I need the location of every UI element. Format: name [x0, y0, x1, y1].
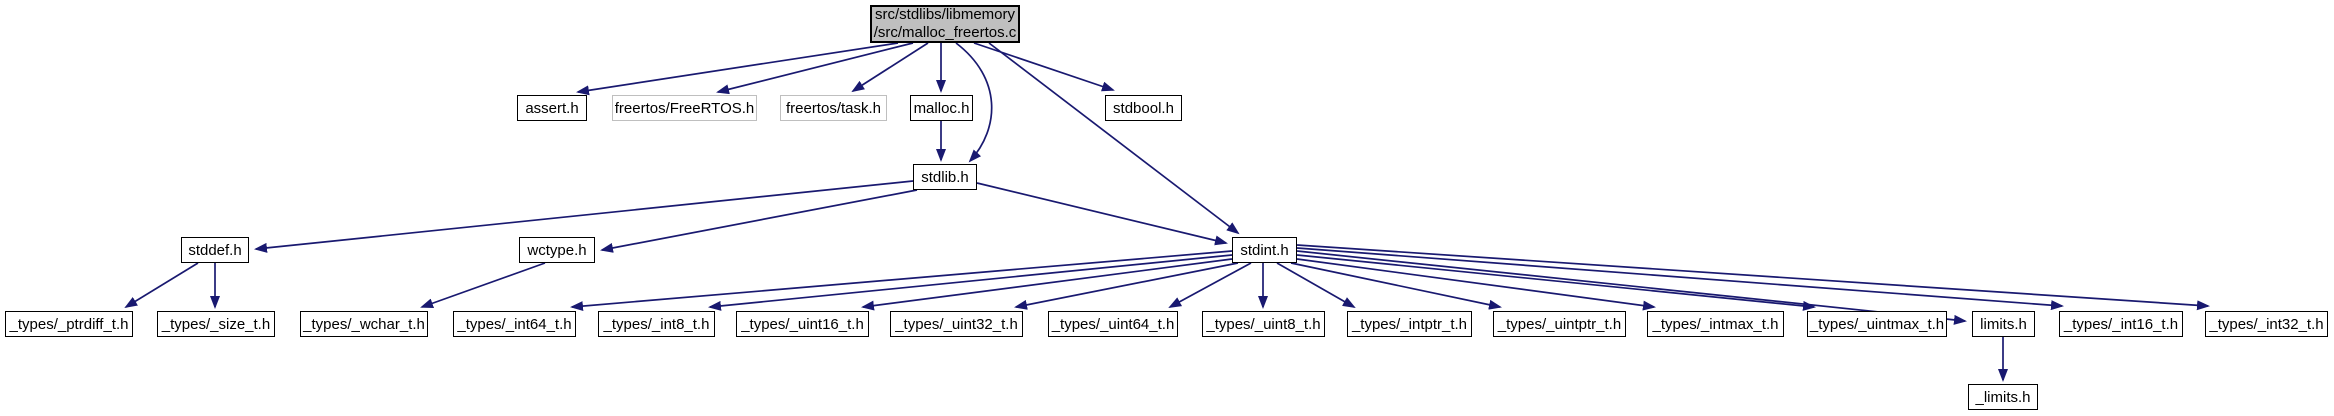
- graph-node-malloc-freertos-c: src/stdlibs/libmemory /src/malloc_freert…: [870, 5, 1020, 43]
- graph-node-stddef-h[interactable]: stddef.h: [181, 237, 249, 263]
- graph-node-freertos-freertos-h: freertos/FreeRTOS.h: [612, 95, 757, 121]
- edge-stdint-limits: [1296, 250, 1967, 325]
- graph-node-types-int16-t-h[interactable]: _types/_int16_t.h: [2059, 311, 2183, 337]
- graph-node-stdlib-h[interactable]: stdlib.h: [913, 164, 977, 190]
- graph-node-assert-h[interactable]: assert.h: [517, 95, 587, 121]
- edge-stdint-uintmax: [1296, 254, 1816, 311]
- graph-node-types-uint32-t-h[interactable]: _types/_uint32_t.h: [890, 311, 1023, 337]
- edge-root-freertos-freertos: [716, 42, 914, 95]
- graph-node-types-uintmax-t-h[interactable]: _types/_uintmax_t.h: [1807, 311, 1947, 337]
- edge-root-stdlib: [955, 42, 993, 163]
- graph-node-types-intmax-t-h[interactable]: _types/_intmax_t.h: [1647, 311, 1784, 337]
- edge-stddef-ptrdiff: [124, 262, 199, 309]
- edge-root-stdbool: [973, 42, 1115, 92]
- edge-stdint-uint64: [1168, 262, 1252, 308]
- edge-stdint-int8: [708, 254, 1233, 311]
- edge-stdint-uint32: [1014, 262, 1239, 310]
- graph-node-types-uint16-t-h[interactable]: _types/_uint16_t.h: [736, 311, 869, 337]
- graph-node-limits-h[interactable]: limits.h: [1972, 311, 2035, 337]
- graph-node-wctype-h[interactable]: wctype.h: [519, 237, 595, 263]
- graph-node-types-ptrdiff-t-h[interactable]: _types/_ptrdiff_t.h: [5, 311, 133, 337]
- edge-root-freertos-task: [851, 42, 929, 93]
- graph-node-types-int64-t-h[interactable]: _types/_int64_t.h: [453, 311, 576, 337]
- graph-node-types-intptr-t-h[interactable]: _types/_intptr_t.h: [1347, 311, 1472, 337]
- edge-stdint-intptr: [1276, 262, 1356, 308]
- graph-node-malloc-h[interactable]: malloc.h: [910, 95, 973, 121]
- graph-node-types-uint64-t-h[interactable]: _types/_uint64_t.h: [1048, 311, 1178, 337]
- graph-node-types-uintptr-t-h[interactable]: _types/_uintptr_t.h: [1493, 311, 1626, 337]
- graph-node-types-int8-t-h[interactable]: _types/_int8_t.h: [598, 311, 715, 337]
- edge-stdint-intmax: [1296, 258, 1656, 311]
- root-node-label-line2: /src/malloc_freertos.c: [873, 24, 1017, 41]
- graph-node-freertos-task-h: freertos/task.h: [780, 95, 887, 121]
- edge-stdint-int32: [1296, 244, 2210, 311]
- edge-stdint-uintptr: [1290, 262, 1502, 310]
- graph-node-types-int32-t-h[interactable]: _types/_int32_t.h: [2205, 311, 2328, 337]
- root-node-label-line1: src/stdlibs/libmemory: [874, 6, 1016, 23]
- graph-node-stdint-h[interactable]: stdint.h: [1232, 237, 1297, 263]
- edge-stdlib-wctype: [600, 189, 918, 253]
- edge-wctype-wchar: [420, 262, 546, 309]
- edge-root-assert: [576, 42, 899, 96]
- graph-node-types-size-t-h[interactable]: _types/_size_t.h: [157, 311, 275, 337]
- graph-node-limits-internal-h[interactable]: _limits.h: [1968, 384, 2038, 410]
- edge-stdint-int16: [1296, 247, 2064, 311]
- graph-node-types-uint8-t-h[interactable]: _types/_uint8_t.h: [1202, 311, 1325, 337]
- edge-stdlib-stdint: [976, 182, 1228, 246]
- edge-root-stdint: [988, 42, 1240, 235]
- edge-stdlib-stddef: [254, 180, 914, 253]
- edge-stdint-uint16: [861, 258, 1233, 311]
- graph-node-stdbool-h[interactable]: stdbool.h: [1105, 95, 1182, 121]
- graph-node-types-wchar-t-h[interactable]: _types/_wchar_t.h: [300, 311, 428, 337]
- edge-stdint-int64: [570, 250, 1233, 312]
